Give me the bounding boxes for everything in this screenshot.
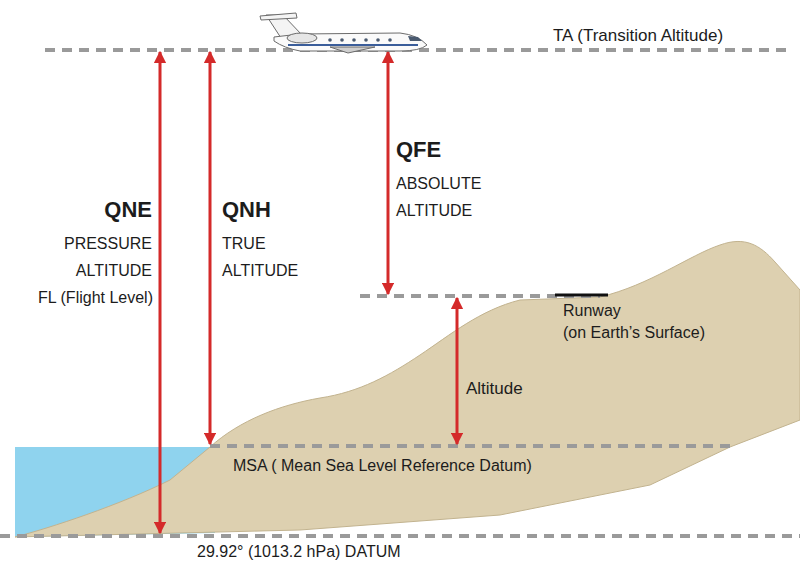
qne-arrow [159, 52, 162, 533]
terrain [15, 241, 800, 537]
runway-label: Runway [563, 300, 621, 322]
altitude-arrow [456, 298, 459, 444]
msl-datum-line [210, 444, 730, 448]
altitude-type: TRUE ALTITUDE [222, 230, 322, 284]
datum-label: MSA ( Mean Sea Level Reference Datum) [233, 455, 532, 477]
reference-line-label: TA (Transition Altitude) [553, 25, 723, 47]
runway-label: (on Earth’s Surface) [563, 322, 705, 344]
pressure-setting-code: QFE [396, 136, 441, 164]
standard-datum-line [0, 534, 800, 538]
pressure-setting-code: QNH [222, 196, 271, 224]
qnh-arrow [209, 52, 212, 444]
aircraft [260, 13, 427, 53]
cockpit-window [408, 36, 422, 41]
wing [330, 47, 375, 53]
pressure-setting-code: QNE [82, 196, 152, 224]
altitude-type: ABSOLUTE ALTITUDE [396, 170, 506, 224]
altitude-type: FL (Flight Level) [3, 284, 153, 311]
engine [287, 33, 317, 43]
datum-label: 29.92° (1013.2 hPa) DATUM [197, 541, 401, 563]
cabin-windows [328, 38, 392, 42]
altitude-type: PRESSURE ALTITUDE [42, 230, 152, 284]
tail-plane [260, 13, 297, 20]
runway [555, 294, 608, 297]
cheatline [288, 44, 418, 46]
dimension-label: Altitude [466, 378, 523, 400]
qfe-arrow [387, 52, 390, 294]
